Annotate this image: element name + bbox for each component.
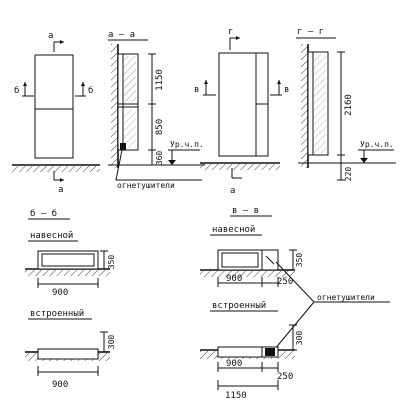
- cut-mark-v-left: в: [194, 85, 199, 95]
- arrow-icon: [60, 40, 64, 44]
- cabinet-front-a: [34, 54, 74, 159]
- wall-hatch: [301, 44, 308, 168]
- dim-2160: 2160: [344, 94, 354, 116]
- section-b-b: б – б навесной 350 900 встроенный 300 90…: [25, 208, 116, 390]
- front-view-a: а а б б: [12, 31, 100, 195]
- extinguisher-icon: [265, 348, 275, 356]
- cut-mark-a-bottom: а: [58, 185, 63, 195]
- arrow-icon: [23, 82, 27, 86]
- surface-label-b: навесной: [212, 225, 255, 235]
- arrow-icon: [236, 36, 240, 40]
- arrow-icon: [60, 178, 64, 182]
- extinguishers-label-a: огнетушители: [117, 181, 175, 190]
- leader-line: [115, 149, 202, 181]
- section-title-vv: в – в: [232, 206, 259, 216]
- arrow-icon: [277, 80, 281, 84]
- built-in-label-b: встроенный: [212, 301, 266, 311]
- dim-900-b: 900: [52, 380, 68, 390]
- dim-250-d: 250: [277, 372, 293, 382]
- level-mark-icon: [168, 160, 176, 165]
- cabinet-plan-surface-a: [37, 250, 99, 270]
- section-a-a: а – а 1150 850 360 Ур.ч.п. огнетушители: [108, 30, 205, 190]
- dim-850: 850: [155, 119, 165, 135]
- dim-360: 360: [155, 151, 164, 166]
- wall-hatch: [25, 270, 110, 276]
- wall-hatch: [111, 44, 118, 168]
- section-title-aa: а – а: [108, 30, 135, 40]
- cabinet-plan-built-in-a: [37, 348, 99, 360]
- dim-1150: 1150: [155, 69, 165, 91]
- extinguishers-label-b: огнетушители: [317, 293, 375, 302]
- section-title-bb: б – б: [30, 208, 57, 219]
- floor-hatch: [200, 164, 280, 170]
- surface-label-a: навесной: [30, 231, 73, 241]
- dim-900-d: 900: [226, 359, 242, 369]
- dim-900-a: 900: [52, 288, 68, 298]
- cut-mark-g-top: г: [228, 27, 233, 37]
- section-g-g: г – г 2160 220 Ур.ч.п.: [296, 27, 396, 181]
- cut-mark-b-left: б: [14, 85, 19, 96]
- cabinet-plan-built-in-b: [217, 346, 279, 358]
- dim-350-b: 350: [295, 253, 304, 268]
- wall-hatch: [200, 271, 295, 277]
- dim-900-c: 900: [226, 274, 242, 284]
- leader-line: [273, 301, 315, 351]
- dim-1150-total: 1150: [225, 391, 247, 401]
- cut-mark-b-right: б: [88, 85, 93, 96]
- level-mark-icon: [360, 158, 368, 163]
- dim-220: 220: [344, 167, 353, 182]
- dim-250-c: 250: [277, 277, 293, 287]
- cabinet-plan-surface-b: [217, 249, 279, 271]
- section-title-gg: г – г: [297, 27, 324, 37]
- extinguisher-icon: [265, 255, 275, 265]
- front-view-g: г а в в: [194, 27, 289, 196]
- arrow-icon: [204, 80, 208, 84]
- dim-300-a: 300: [107, 335, 116, 350]
- extinguisher-icon: [120, 143, 126, 150]
- dim-300-b: 300: [295, 331, 304, 346]
- cut-mark-a-top: а: [48, 31, 53, 41]
- floor-level-a: Ур.ч.п.: [170, 140, 204, 149]
- cut-mark-a-bottom-g: а: [230, 186, 235, 196]
- dim-350-a: 350: [107, 255, 116, 270]
- floor-level-g: Ур.ч.п.: [360, 140, 394, 149]
- section-v-v: в – в навесной 350 900 250 огнетушители …: [200, 206, 390, 401]
- arrow-icon: [81, 82, 85, 86]
- built-in-label-a: встроенный: [30, 309, 84, 319]
- leader-line: [275, 261, 315, 303]
- cut-mark-v-right: в: [284, 85, 289, 95]
- floor-hatch: [12, 166, 100, 172]
